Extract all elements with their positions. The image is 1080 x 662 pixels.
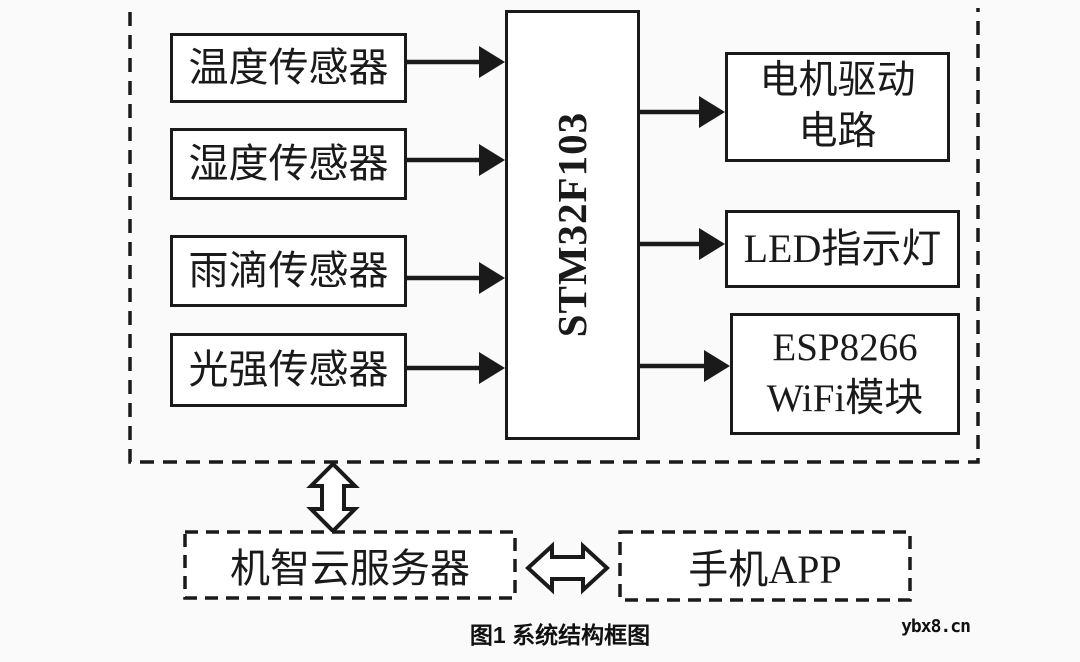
led-indicator-label: LED指示灯 bbox=[743, 226, 942, 271]
arrow-mcu-to-wifi bbox=[640, 350, 730, 382]
system-boundary-dashed-border bbox=[128, 8, 980, 464]
motor-driver-label-line2: 电路 bbox=[798, 110, 877, 153]
sensor-label-light-intensity: 光强传感器 bbox=[188, 347, 389, 392]
double-arrow-cloud-to-app bbox=[525, 541, 610, 595]
phone-app-label: 手机APP bbox=[688, 547, 842, 592]
sensor-label-temperature: 温度传感器 bbox=[188, 45, 389, 90]
watermark: ybx8.cn bbox=[901, 616, 971, 637]
mcu-label: STM32F103 bbox=[548, 112, 595, 338]
cloud-server-label: 机智云服务器 bbox=[230, 546, 470, 591]
sensor-label-raindrop: 雨滴传感器 bbox=[188, 248, 389, 293]
sensor-box-temperature: 温度传感器 bbox=[170, 33, 407, 103]
cloud-server-dashed-box bbox=[183, 530, 517, 600]
arrow-humidity-to-mcu bbox=[407, 144, 505, 176]
arrow-temp-to-mcu bbox=[407, 46, 505, 78]
sensor-box-light-intensity: 光强传感器 bbox=[170, 333, 407, 407]
double-arrow-system-to-cloud bbox=[306, 461, 360, 534]
wifi-module-label-line1: ESP8266 bbox=[772, 326, 918, 370]
wifi-module-label-line2: WiFi模块 bbox=[766, 377, 924, 420]
arrow-mcu-to-motor bbox=[640, 96, 725, 128]
arrow-mcu-to-led bbox=[640, 228, 725, 260]
mcu-box: STM32F103 bbox=[505, 10, 640, 440]
sensor-label-humidity: 湿度传感器 bbox=[188, 141, 389, 186]
sensor-box-raindrop: 雨滴传感器 bbox=[170, 235, 407, 307]
phone-app-dashed-box bbox=[618, 530, 912, 602]
figure-caption: 图1 系统结构框图 bbox=[469, 622, 651, 648]
arrow-rain-to-mcu bbox=[407, 262, 505, 294]
peripheral-box-esp8266-wifi: ESP8266 WiFi模块 bbox=[730, 313, 960, 435]
arrow-light-to-mcu bbox=[407, 352, 505, 384]
peripheral-box-motor-driver: 电机驱动 电路 bbox=[725, 52, 950, 162]
peripheral-box-led-indicator: LED指示灯 bbox=[725, 210, 960, 288]
motor-driver-label-line1: 电机驱动 bbox=[759, 59, 916, 103]
sensor-box-humidity: 湿度传感器 bbox=[170, 128, 407, 200]
